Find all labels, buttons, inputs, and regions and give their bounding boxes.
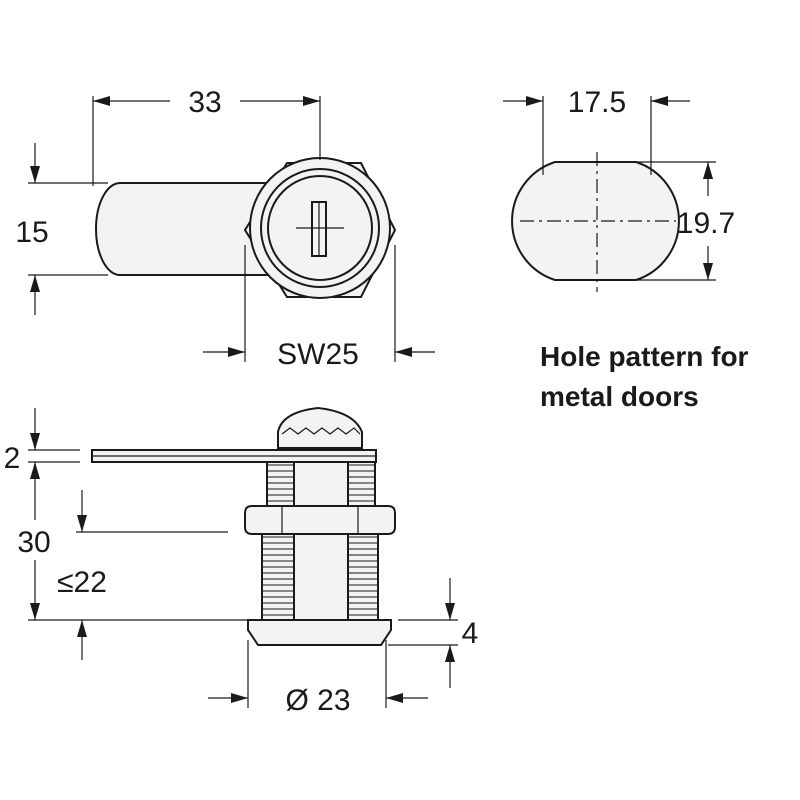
dim-sw25: SW25 bbox=[203, 245, 435, 371]
hole-pattern-note-line2: metal doors bbox=[540, 381, 699, 412]
dim-19-7: 19.7 bbox=[610, 161, 735, 281]
side-view: 2 30 ≤22 4 bbox=[4, 406, 478, 717]
dim-33: 33 bbox=[92, 86, 321, 186]
lock-cap bbox=[277, 406, 363, 449]
dim-diameter-23-label: Ø 23 bbox=[285, 684, 350, 717]
cam-lever bbox=[95, 182, 269, 276]
dim-33-label: 33 bbox=[188, 86, 221, 119]
dim-4: 4 bbox=[388, 578, 478, 688]
flange bbox=[247, 619, 392, 646]
dim-4-label: 4 bbox=[462, 617, 479, 650]
keyway-icon bbox=[296, 201, 344, 257]
hex-nut-side bbox=[244, 505, 396, 535]
hole-pattern-note-line1: Hole pattern for bbox=[540, 341, 749, 372]
dim-sw25-label: SW25 bbox=[277, 338, 359, 371]
hole-pattern: 17.5 19.7 Hole pattern for metal doors bbox=[503, 86, 749, 412]
dim-19-7-label: 19.7 bbox=[677, 207, 735, 240]
dim-15: 15 bbox=[15, 143, 108, 315]
dim-2: 2 bbox=[4, 408, 80, 475]
dim-2-label: 2 bbox=[4, 442, 21, 475]
dim-17-5-label: 17.5 bbox=[568, 86, 626, 119]
lock-face-inner bbox=[267, 175, 373, 281]
top-view: 33 15 SW25 bbox=[15, 86, 435, 371]
dim-diameter-23: Ø 23 bbox=[208, 640, 428, 717]
dim-30-label: 30 bbox=[17, 526, 50, 559]
lock-face-ring bbox=[260, 168, 380, 288]
dim-15-label: 15 bbox=[15, 216, 48, 249]
dim-max-22: ≤22 bbox=[28, 490, 248, 660]
dim-max-22-label: ≤22 bbox=[57, 566, 107, 599]
dim-30: 30 bbox=[17, 462, 51, 620]
